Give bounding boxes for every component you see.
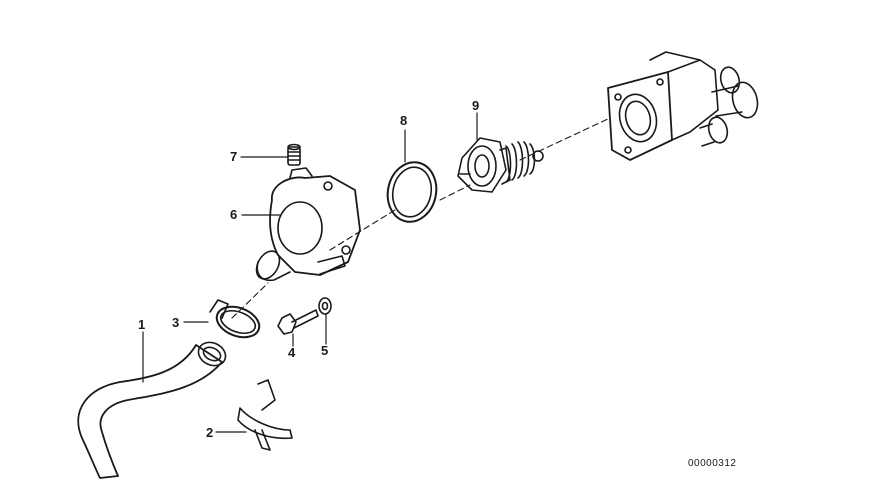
callout-8: 8 (400, 113, 408, 128)
callout-5: 5 (321, 343, 329, 358)
callout-9: 9 (472, 98, 480, 113)
callout-7: 7 (230, 149, 238, 164)
assembly-axis-line (231, 117, 611, 319)
thermostat-housing-part (607, 51, 759, 161)
diagram-reference-number: 00000312 (688, 458, 737, 469)
leader-lines (142, 112, 478, 433)
callout-4: 4 (288, 345, 296, 360)
callout-2: 2 (206, 425, 214, 440)
callout-6: 6 (230, 207, 238, 222)
thermostat-cover-part (255, 167, 361, 282)
hose-holder-part (237, 379, 293, 451)
callout-1: 1 (138, 317, 146, 332)
hose-clamp-part (209, 299, 261, 339)
bleed-screw-part (287, 143, 301, 166)
bolt-part (277, 309, 319, 335)
coolant-hose-part (77, 341, 227, 479)
thermostat-part (457, 137, 544, 193)
washer-part (318, 297, 332, 315)
gasket-ring-part (386, 161, 438, 223)
callout-3: 3 (172, 315, 180, 330)
